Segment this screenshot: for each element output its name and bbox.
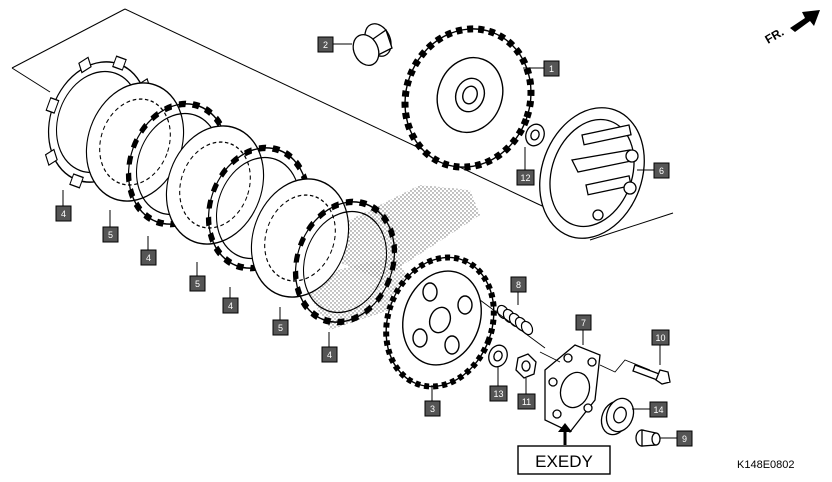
svg-text:5: 5 <box>195 279 200 289</box>
bearing-part-14 <box>600 397 635 436</box>
svg-text:4: 4 <box>61 209 66 219</box>
bolt-part-10 <box>632 364 671 385</box>
callout-14: 14 <box>649 401 668 418</box>
lifter-plate-part-7 <box>544 344 601 433</box>
svg-text:4: 4 <box>327 350 332 360</box>
nut-part-11 <box>515 353 537 379</box>
svg-text:13: 13 <box>493 389 503 399</box>
svg-text:3: 3 <box>430 404 435 414</box>
callout-4b: 4 <box>140 249 157 266</box>
callout-3: 3 <box>424 400 441 417</box>
svg-text:5: 5 <box>278 323 283 333</box>
callout-5c: 5 <box>272 319 289 336</box>
svg-text:1: 1 <box>549 64 554 74</box>
spring-part-8 <box>496 304 534 336</box>
svg-text:5: 5 <box>108 230 113 240</box>
svg-text:4: 4 <box>146 253 151 263</box>
callout-12: 12 <box>516 169 535 186</box>
clutch-outer-part-1 <box>401 25 535 171</box>
callout-13: 13 <box>489 385 508 402</box>
svg-text:4: 4 <box>228 301 233 311</box>
front-direction-indicator: FR. <box>763 10 820 47</box>
pin-part-9 <box>635 429 661 447</box>
svg-text:8: 8 <box>516 280 521 290</box>
bushing-part-2 <box>352 23 393 67</box>
callout-8: 8 <box>510 276 527 293</box>
callout-5a: 5 <box>102 226 119 243</box>
callout-4d: 4 <box>321 346 338 363</box>
pressure-plate-part-6 <box>539 107 645 239</box>
reference-code: K148E0802 <box>737 459 795 471</box>
callout-7: 7 <box>575 314 592 331</box>
washer-part-12 <box>525 123 545 147</box>
svg-text:7: 7 <box>581 318 586 328</box>
friction-disc-4d <box>278 187 412 337</box>
washer-part-13 <box>488 344 508 368</box>
callouts: 2 1 12 6 4 5 4 5 4 5 4 8 7 10 13 11 3 14… <box>55 36 693 447</box>
callout-10: 10 <box>651 329 670 346</box>
callout-5b: 5 <box>189 275 206 292</box>
svg-text:12: 12 <box>520 173 530 183</box>
svg-text:10: 10 <box>655 333 665 343</box>
front-direction-label: FR. <box>763 25 787 47</box>
clutch-plate-5c <box>250 178 350 298</box>
callout-1: 1 <box>543 60 560 77</box>
svg-text:6: 6 <box>659 166 664 176</box>
callout-11: 11 <box>517 393 536 410</box>
svg-text:11: 11 <box>522 397 531 407</box>
svg-text:14: 14 <box>653 405 663 415</box>
clutch-plate-stack <box>31 47 412 337</box>
callout-2: 2 <box>317 36 334 53</box>
svg-text:2: 2 <box>323 40 328 50</box>
callout-leaders <box>62 43 677 439</box>
callout-6: 6 <box>653 162 670 179</box>
clutch-center-part-3 <box>383 254 497 390</box>
exedy-label-box: EXEDY <box>517 445 611 475</box>
leader-lines <box>479 299 651 373</box>
callout-4c: 4 <box>222 297 239 314</box>
callout-9: 9 <box>676 430 693 447</box>
svg-text:9: 9 <box>682 434 687 444</box>
callout-4a: 4 <box>55 205 72 222</box>
exedy-label: EXEDY <box>535 452 593 471</box>
exedy-pointer-arrow <box>558 423 572 445</box>
